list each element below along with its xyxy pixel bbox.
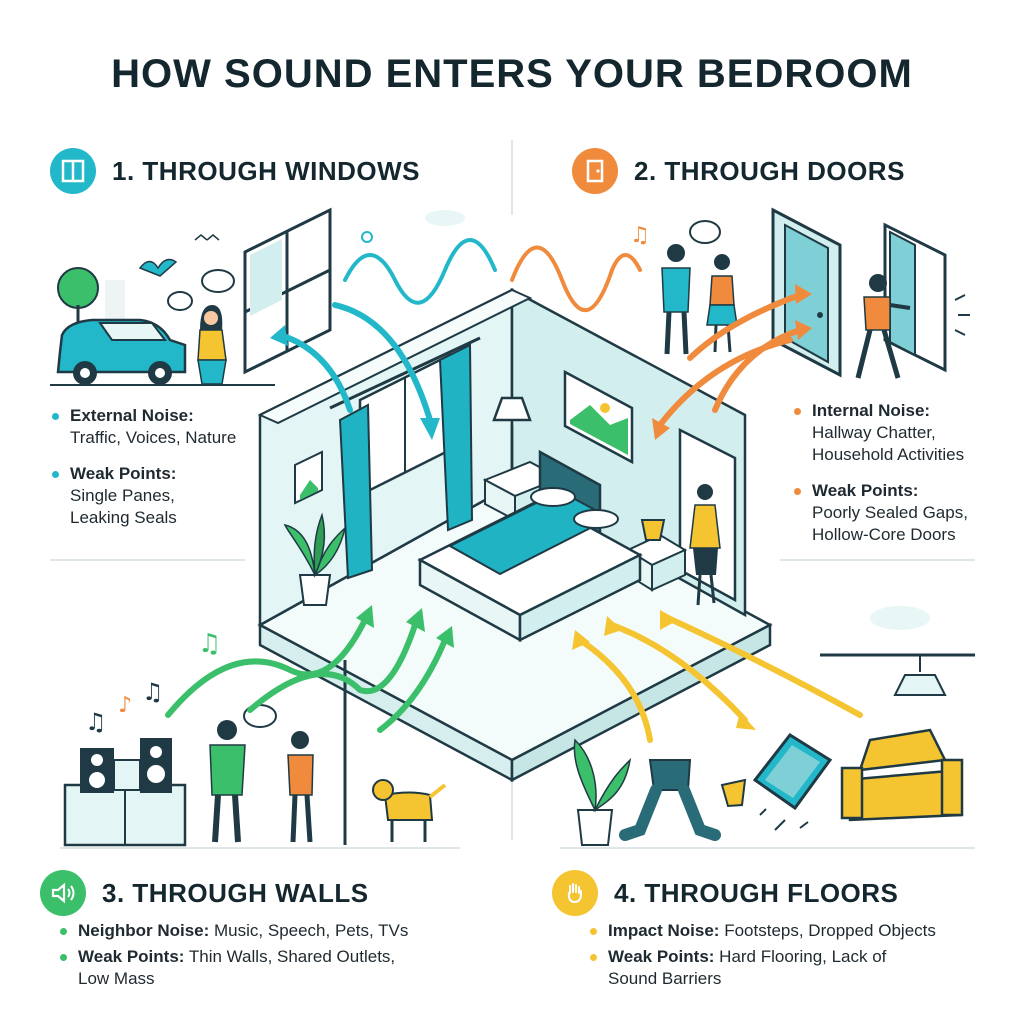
svg-text:♫: ♫ <box>85 708 107 736</box>
section-walls-header: 3. THROUGH WALLS <box>40 870 369 916</box>
section-walls-title: 3. THROUGH WALLS <box>102 877 369 908</box>
section-floors-bullets: Impact Noise: Footsteps, Dropped Objects… <box>588 920 936 994</box>
walls-weak-points: Weak Points: Thin Walls, Shared Outlets,… <box>58 946 408 990</box>
doors-scene: ♫ <box>425 207 970 630</box>
floors-impact-noise-text: Footsteps, Dropped Objects <box>719 921 936 940</box>
section-windows-bullets: External Noise: Traffic, Voices, Nature … <box>50 405 236 543</box>
doors-internal-noise-text-2: Household Activities <box>812 445 965 464</box>
doors-weak-points: Weak Points: Poorly Sealed Gaps, Hollow-… <box>792 480 968 546</box>
svg-text:♫: ♫ <box>630 223 650 248</box>
walls-neighbor-noise-label: Neighbor Noise: <box>78 921 210 940</box>
windows-weak-points: Weak Points: Single Panes, Leaking Seals <box>50 463 236 529</box>
doors-internal-noise-label: Internal Noise: <box>812 401 931 420</box>
walls-scene: ♫ ♪ ♫ ♫ <box>60 605 460 849</box>
windows-external-noise: External Noise: Traffic, Voices, Nature <box>50 405 236 449</box>
walls-neighbor-noise: Neighbor Noise: Music, Speech, Pets, TVs <box>58 920 408 942</box>
windows-weak-points-label: Weak Points: <box>70 464 177 483</box>
floors-weak-points-text-1: Hard Flooring, Lack of <box>714 947 887 966</box>
windows-weak-points-text-2: Leaking Seals <box>70 508 177 527</box>
floors-weak-points-label: Weak Points: <box>608 947 715 966</box>
walls-weak-points-text-1: Thin Walls, Shared Outlets, <box>184 947 396 966</box>
svg-text:♫: ♫ <box>142 678 164 706</box>
page-title: HOW SOUND ENTERS YOUR BEDROOM <box>111 52 913 96</box>
windows-external-noise-label: External Noise: <box>70 406 194 425</box>
floors-weak-points-text-2: Sound Barriers <box>608 969 722 988</box>
door-icon <box>572 148 618 194</box>
doors-internal-noise-text-1: Hallway Chatter, <box>812 423 936 442</box>
doors-weak-points-text-1: Poorly Sealed Gaps, <box>812 503 968 522</box>
section-windows-title: 1. THROUGH WINDOWS <box>112 155 420 186</box>
walls-neighbor-noise-text: Music, Speech, Pets, TVs <box>209 921 409 940</box>
bedroom-room <box>257 287 773 845</box>
floors-impact-noise-label: Impact Noise: <box>608 921 720 940</box>
doors-weak-points-text-2: Hollow-Core Doors <box>812 525 956 544</box>
section-floors-title: 4. THROUGH FLOORS <box>614 877 899 908</box>
svg-text:♪: ♪ <box>118 693 132 718</box>
window-icon <box>50 148 96 194</box>
floors-weak-points: Weak Points: Hard Flooring, Lack of Soun… <box>588 946 936 990</box>
section-doors-title: 2. THROUGH DOORS <box>634 155 905 186</box>
floors-scene <box>560 610 975 849</box>
windows-weak-points-text-1: Single Panes, <box>70 486 175 505</box>
section-floors-header: 4. THROUGH FLOORS <box>552 870 898 916</box>
windows-external-noise-text: Traffic, Voices, Nature <box>70 428 237 447</box>
walls-weak-points-text-2: Low Mass <box>78 969 155 988</box>
doors-internal-noise: Internal Noise: Hallway Chatter, Househo… <box>792 400 968 466</box>
speaker-icon <box>40 870 86 916</box>
section-doors-bullets: Internal Noise: Hallway Chatter, Househo… <box>792 400 968 560</box>
svg-text:♫: ♫ <box>198 629 221 659</box>
section-walls-bullets: Neighbor Noise: Music, Speech, Pets, TVs… <box>58 920 408 994</box>
hand-icon <box>552 870 598 916</box>
walls-weak-points-label: Weak Points: <box>78 947 185 966</box>
section-doors-header: 2. THROUGH DOORS <box>572 148 905 194</box>
windows-scene <box>50 207 497 440</box>
section-windows-header: 1. THROUGH WINDOWS <box>50 148 420 194</box>
doors-weak-points-label: Weak Points: <box>812 481 919 500</box>
floors-impact-noise: Impact Noise: Footsteps, Dropped Objects <box>588 920 936 942</box>
